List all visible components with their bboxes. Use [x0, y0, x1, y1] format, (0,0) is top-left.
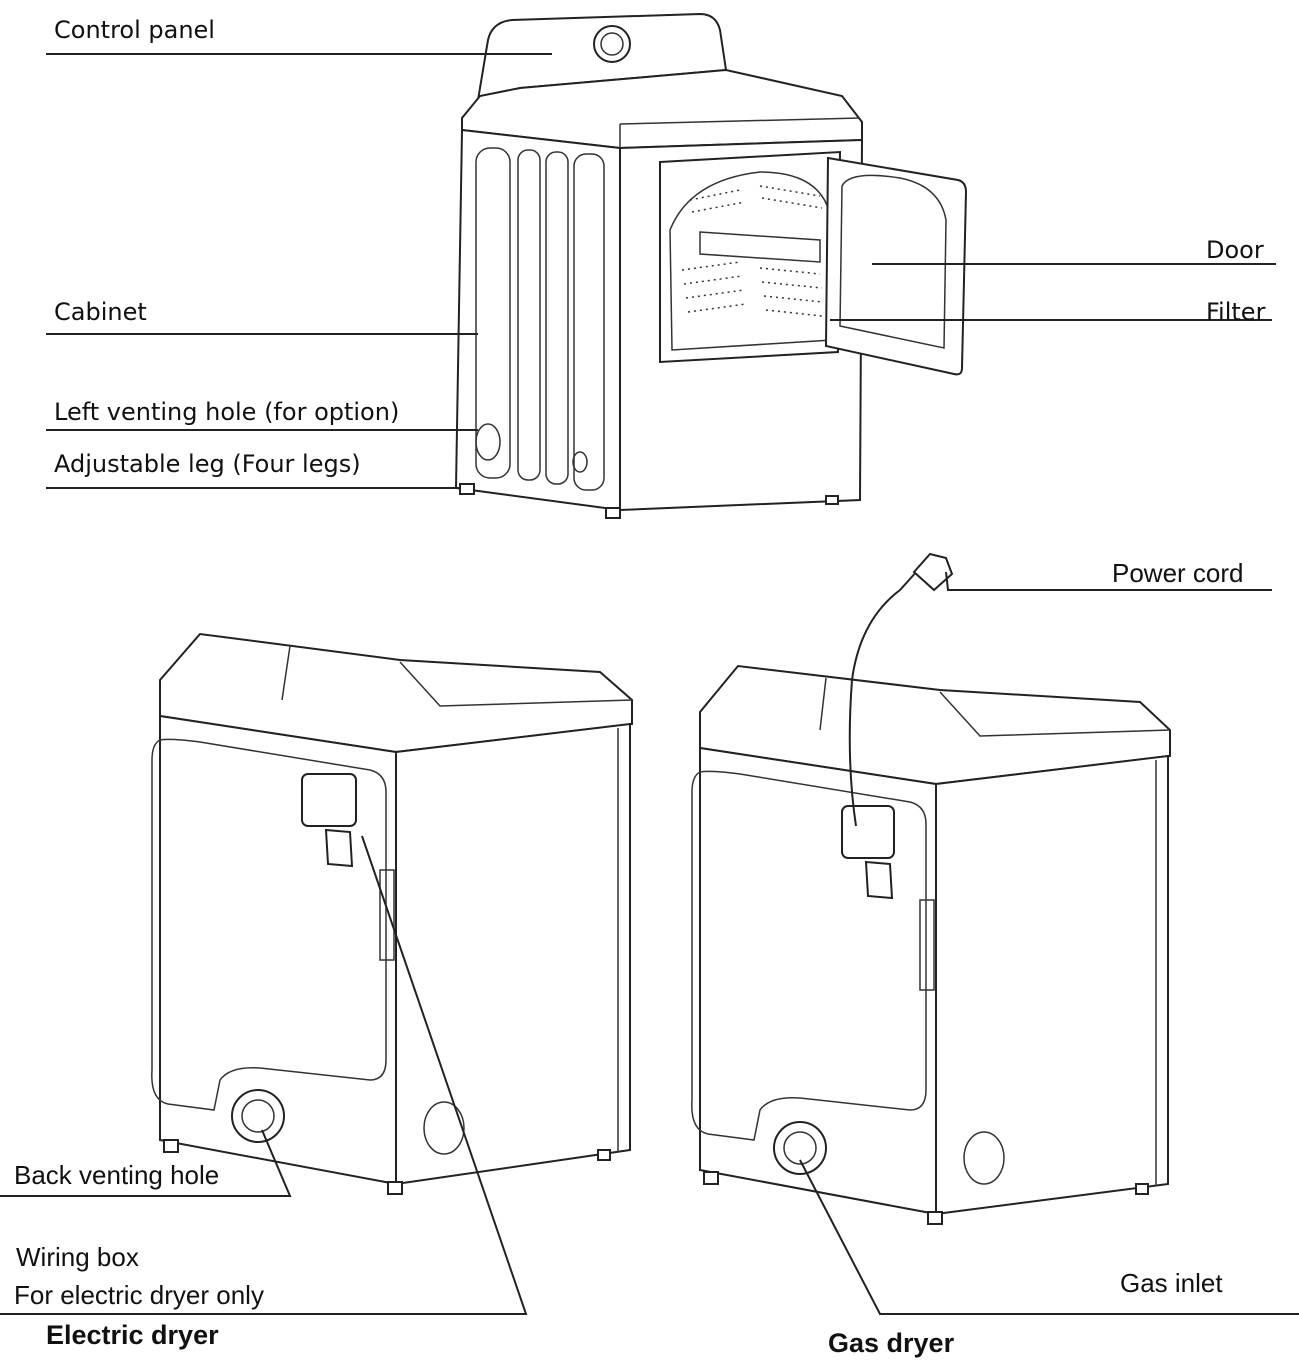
label-gas-inlet: Gas inlet — [1120, 1268, 1223, 1298]
label-door: Door — [1206, 236, 1264, 264]
electric-dryer-illustration — [151, 632, 633, 1195]
label-control-panel: Control panel — [54, 16, 215, 44]
label-wiring-box: Wiring box — [16, 1242, 139, 1272]
caption-electric-dryer: Electric dryer — [46, 1320, 219, 1350]
leader-back-venting-hole — [0, 1129, 292, 1197]
front-dryer-illustration — [454, 12, 968, 519]
label-wiring-box-note: For electric dryer only — [14, 1280, 264, 1310]
leader-gas-inlet — [799, 1159, 1299, 1315]
caption-gas-dryer: Gas dryer — [828, 1328, 955, 1358]
leader-power-cord — [945, 571, 1272, 591]
label-adjustable-leg: Adjustable leg (Four legs) — [54, 450, 361, 478]
label-left-venting-hole: Left venting hole (for option) — [54, 398, 400, 426]
leader-lines — [0, 53, 1299, 1315]
label-power-cord: Power cord — [1112, 558, 1244, 588]
label-filter: Filter — [1206, 298, 1266, 326]
label-cabinet: Cabinet — [54, 298, 147, 326]
leader-wiring-box — [0, 835, 528, 1315]
label-back-venting-hole: Back venting hole — [14, 1160, 220, 1190]
gas-dryer-illustration — [691, 552, 1171, 1225]
